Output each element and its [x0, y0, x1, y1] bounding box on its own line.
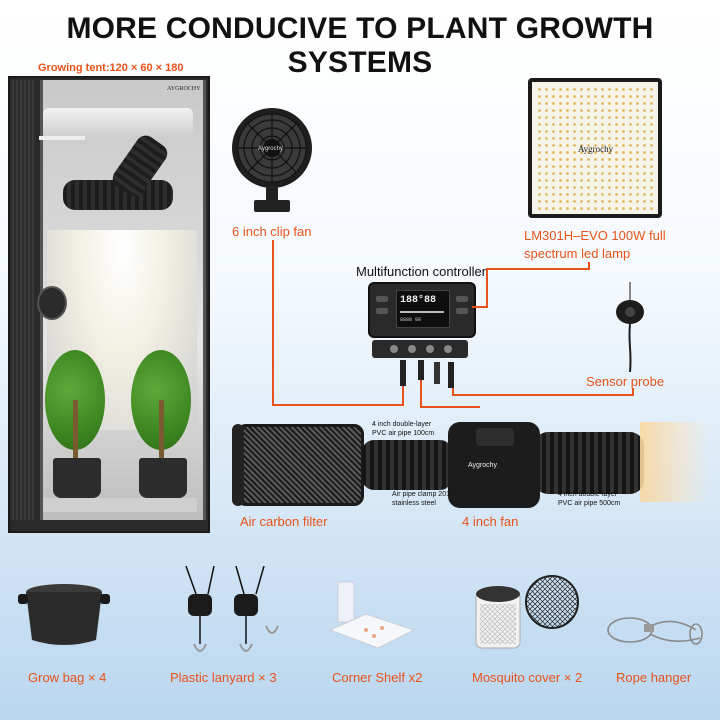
wire-fan-h [420, 406, 480, 408]
mosquito-cover-label: Mosquito cover × 2 [472, 670, 583, 685]
lamp-label-1: LM301H–EVO 100W full [524, 228, 666, 243]
clip-fan-brand: Aygrochy [258, 146, 283, 152]
grow-bag-icon [18, 584, 110, 645]
controller-label: Multifunction controller [356, 264, 487, 279]
corner-shelf-label: Corner Shelf x2 [332, 670, 423, 685]
trunk-right [159, 400, 164, 460]
controller-button-3[interactable] [456, 296, 468, 302]
sensor-label: Sensor probe [586, 374, 665, 389]
page-title: MORE CONDUCIVE TO PLANT GROWTH SYSTEMS [66, 12, 654, 79]
led-lamp-panel: Aygrochy [528, 78, 662, 218]
wire-lamp-v [588, 262, 590, 270]
wire-clipfan-v [272, 240, 274, 406]
controller-button-2[interactable] [376, 308, 388, 314]
inline-fan-brand: Aygrochy [468, 462, 498, 469]
carbon-filter [236, 424, 364, 506]
rope-hanger-label: Rope hanger [616, 670, 692, 685]
lamp-brand: Aygrochy [578, 144, 614, 154]
rope-hanger-icon [607, 617, 703, 645]
wire-lamp-to-ctrl [472, 306, 488, 308]
plug-3 [434, 362, 440, 384]
trunk-left [73, 400, 78, 460]
wire-sensor-v [452, 388, 454, 396]
plug-1 [400, 360, 406, 386]
controller-display: 188°88 8888 88 [396, 290, 450, 328]
tent-label: Growing tent:120 × 60 × 180 [38, 62, 184, 74]
pot-right [139, 458, 187, 498]
wire-lamp-down [486, 268, 488, 308]
tent-floor [43, 498, 197, 512]
tent-interior: AYGROCHY [37, 80, 206, 520]
wire-clipfan-up [402, 386, 404, 406]
wire-clipfan-h [272, 404, 402, 406]
carbon-filter-label: Air carbon filter [240, 514, 328, 529]
tent-flap-roll [43, 108, 193, 136]
airflow-glow [640, 422, 710, 502]
plug-4 [448, 362, 454, 388]
inner-clip-fan-icon [37, 286, 67, 320]
controller-button-4[interactable] [456, 308, 468, 314]
clip-fan-icon [232, 108, 312, 212]
plug-2 [418, 360, 424, 380]
inline-fan-label: 4 inch fan [462, 514, 519, 529]
led-chip-grid [536, 86, 654, 210]
tent-side-panel [12, 80, 36, 520]
controller-button-1[interactable] [376, 296, 388, 302]
mosquito-cover-icon [475, 575, 579, 649]
duct-left [362, 440, 452, 490]
wire-sensor-up [632, 388, 634, 396]
wire-lamp-h [486, 268, 590, 270]
lamp-label-2: spectrum led lamp [524, 246, 631, 261]
clip-fan-label: 6 inch clip fan [232, 224, 312, 239]
wire-sensor-h [452, 394, 632, 396]
tent-brand: AYGROCHY [167, 86, 201, 92]
controller-port-strip [372, 340, 468, 358]
duct-right [534, 432, 644, 494]
sensor-probe-icon [616, 282, 644, 372]
corner-shelf-icon [328, 581, 416, 649]
grow-tent: AYGROCHY [8, 76, 210, 533]
controller-body: 188°88 8888 88 [368, 282, 476, 338]
wire-fan-v [420, 380, 422, 408]
carbon-filter-cap [232, 424, 244, 506]
inline-fan-body: Aygrochy [448, 422, 540, 508]
lanyard-label: Plastic lanyard × 3 [170, 670, 277, 685]
tent-vent [39, 136, 85, 140]
pot-left [53, 458, 101, 498]
lanyard-icon [185, 566, 279, 652]
grow-bag-label: Grow bag × 4 [28, 670, 107, 685]
